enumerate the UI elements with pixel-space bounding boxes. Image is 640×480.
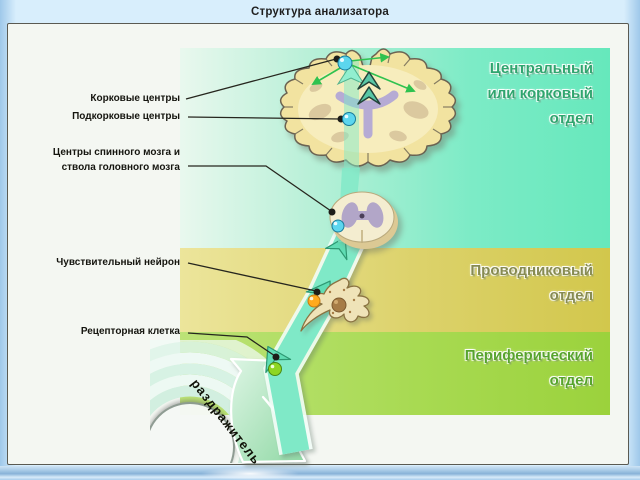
section-peripheral-line2: отдел: [549, 372, 593, 389]
section-conductive-line1: Проводниковый: [470, 262, 593, 279]
label-spinal-centers: Центры спинного мозга и ствола головного…: [10, 145, 180, 175]
section-peripheral-line1: Периферический: [464, 347, 593, 364]
label-cortical-centers: Корковые центры: [90, 93, 180, 104]
page-title: Структура анализатора: [251, 5, 389, 18]
section-central-line1: Центральный: [489, 60, 593, 77]
slide-footer-bar: [0, 466, 640, 480]
label-subcortical-centers: Подкорковые центры: [72, 111, 180, 122]
label-spinal-centers-line2: ствола головного мозга: [61, 162, 180, 173]
section-peripheral-label: Периферический отдел: [465, 343, 593, 393]
label-sensory-neuron: Чувствительный нейрон: [56, 257, 180, 268]
label-spinal-centers-line1: Центры спинного мозга и: [52, 147, 180, 158]
section-central-line2: или корковый: [487, 85, 594, 102]
section-conductive-label: Проводниковый отдел: [470, 258, 593, 308]
section-conductive-line2: отдел: [549, 287, 593, 304]
label-receptor-cell: Рецепторная клетка: [80, 326, 180, 337]
section-central-line3: отдел: [549, 110, 593, 127]
section-central-label: Центральный или корковый отдел: [488, 56, 594, 131]
section-peripheral-band: Периферический отдел: [180, 332, 610, 415]
section-central-band: Центральный или корковый отдел: [180, 48, 610, 248]
section-conductive-band: Проводниковый отдел: [180, 248, 610, 332]
